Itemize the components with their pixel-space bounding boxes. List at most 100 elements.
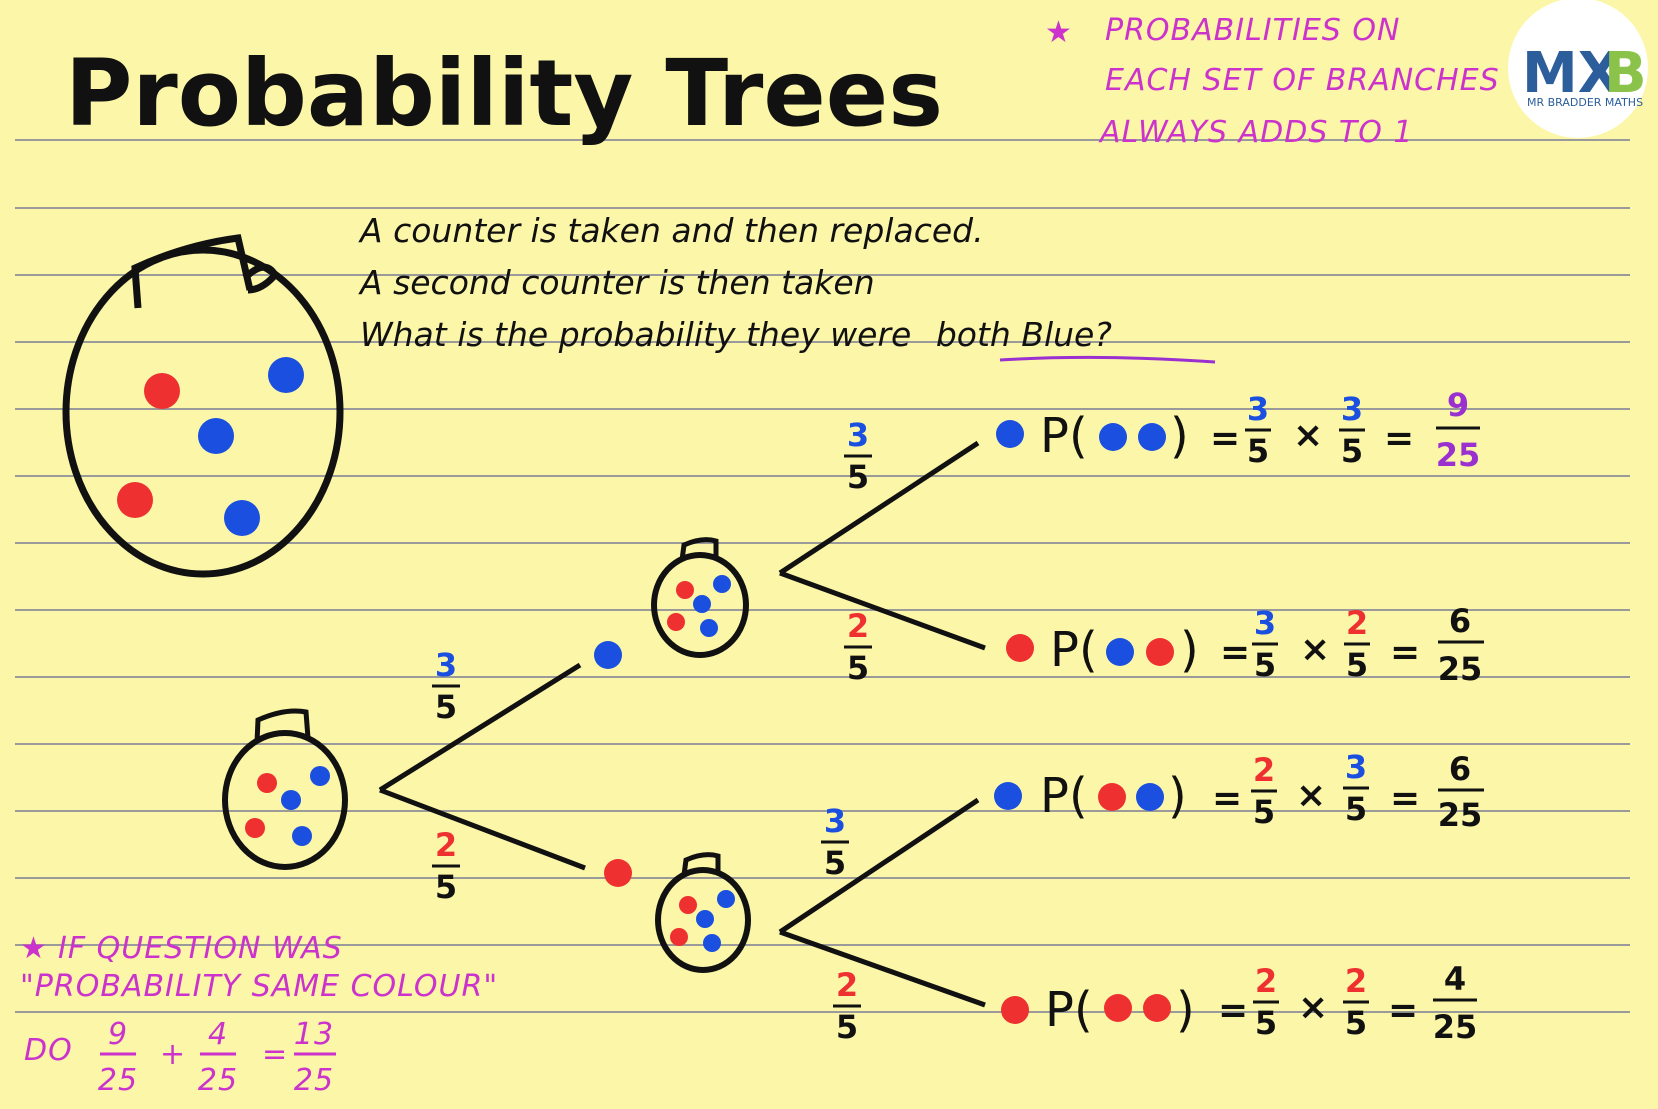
counter-red bbox=[144, 373, 180, 409]
big-bag-body bbox=[62, 246, 344, 578]
p-counter-red bbox=[1146, 638, 1174, 666]
res-num: 4 bbox=[1444, 960, 1466, 998]
res-den: 25 bbox=[1433, 1008, 1478, 1046]
counter-blue bbox=[703, 934, 721, 952]
counter-red bbox=[667, 613, 685, 631]
middle-bag-top bbox=[651, 537, 749, 658]
question-line-2: A second counter is then taken bbox=[358, 263, 875, 302]
branch-blue-1 bbox=[378, 662, 582, 793]
p-close: ) bbox=[1176, 982, 1195, 1038]
frac-den: 5 bbox=[847, 458, 869, 496]
frac-num: 2 bbox=[847, 607, 869, 645]
counter-red bbox=[670, 928, 688, 946]
note-a-den: 25 bbox=[98, 1063, 138, 1098]
counter-blue bbox=[700, 619, 718, 637]
res-den: 25 bbox=[1436, 436, 1481, 474]
note-plus: + bbox=[160, 1037, 186, 1072]
equals: = bbox=[1212, 778, 1242, 819]
frac-num: 2 bbox=[836, 966, 858, 1004]
f2-num: 3 bbox=[1341, 390, 1363, 428]
note-b-num: 4 bbox=[208, 1017, 228, 1052]
counter-blue bbox=[310, 766, 330, 786]
note-bottom-star: ★ bbox=[20, 931, 48, 966]
res-num: 9 bbox=[1447, 386, 1469, 424]
counter-red bbox=[257, 773, 277, 793]
f2-den: 5 bbox=[1341, 432, 1363, 470]
frac-second-1: 2 5 bbox=[844, 607, 872, 687]
note-top-line-3: ALWAYS ADDS TO 1 bbox=[1098, 115, 1413, 150]
f2-den: 5 bbox=[1345, 1004, 1367, 1042]
branch-bb bbox=[778, 440, 980, 576]
counter-blue bbox=[292, 826, 312, 846]
equals: = bbox=[1390, 778, 1420, 819]
root-bag-neck bbox=[254, 708, 311, 743]
equals: = bbox=[1388, 990, 1418, 1031]
outcome-row: P( ) = 2 5 × 2 5 = 4 25 bbox=[1001, 960, 1477, 1046]
f1-num: 3 bbox=[1254, 604, 1276, 642]
node-blue-1 bbox=[594, 641, 622, 669]
frac-second-0: 3 5 bbox=[844, 416, 872, 496]
f1-den: 5 bbox=[1254, 646, 1276, 684]
times: × bbox=[1298, 987, 1328, 1028]
outcome-row: P( ) = 3 5 × 3 5 = 9 25 bbox=[996, 386, 1480, 474]
p-open: P( bbox=[1040, 768, 1088, 824]
page-title: Probability Trees bbox=[65, 40, 943, 147]
frac-first-blue: 3 5 bbox=[432, 646, 460, 726]
f1-num: 2 bbox=[1253, 751, 1275, 789]
branch-red-1 bbox=[379, 787, 586, 871]
f1-den: 5 bbox=[1253, 793, 1275, 831]
f1-num: 3 bbox=[1247, 390, 1269, 428]
frac-num: 3 bbox=[824, 802, 846, 840]
note-result-den: 25 bbox=[294, 1063, 334, 1098]
question-line-1: A counter is taken and then replaced. bbox=[358, 211, 984, 250]
middle-bag-bottom bbox=[655, 852, 751, 973]
res-num: 6 bbox=[1449, 750, 1471, 788]
counter-blue bbox=[224, 500, 260, 536]
res-num: 6 bbox=[1449, 602, 1471, 640]
frac-num: 2 bbox=[435, 826, 457, 864]
root-bag bbox=[222, 708, 348, 870]
f1-num: 2 bbox=[1255, 962, 1277, 1000]
equals: = bbox=[1390, 632, 1420, 673]
f2-num: 3 bbox=[1345, 748, 1367, 786]
question-line-3: What is the probability they were both B… bbox=[360, 315, 1112, 354]
p-open: P( bbox=[1050, 622, 1098, 678]
f1-den: 5 bbox=[1247, 432, 1269, 470]
times: × bbox=[1300, 629, 1330, 670]
root-bag-body bbox=[222, 730, 348, 870]
equals: = bbox=[1384, 418, 1414, 459]
note-bottom: ★ IF QUESTION WAS "PROBABILITY SAME COLO… bbox=[20, 931, 497, 1098]
f2-den: 5 bbox=[1345, 790, 1367, 828]
frac-den: 5 bbox=[435, 688, 457, 726]
note-top-star: ★ bbox=[1045, 15, 1073, 50]
branch-br bbox=[779, 570, 986, 651]
logo-circle bbox=[1508, 0, 1648, 138]
branch-rr bbox=[779, 929, 986, 1008]
emphasis-underline bbox=[999, 355, 1216, 364]
frac-den: 5 bbox=[824, 844, 846, 882]
p-close: ) bbox=[1170, 408, 1189, 464]
f2-den: 5 bbox=[1346, 646, 1368, 684]
leaf-node-blue bbox=[994, 782, 1022, 810]
equals: = bbox=[1218, 990, 1248, 1031]
frac-den: 5 bbox=[847, 649, 869, 687]
logo-letters-left: MX bbox=[1522, 41, 1621, 106]
leaf-node-blue bbox=[996, 420, 1024, 448]
big-bag-tie bbox=[242, 263, 280, 294]
logo-letter-right: B bbox=[1604, 41, 1647, 106]
outcome-row: P( ) = 3 5 × 2 5 = 6 25 bbox=[1006, 602, 1484, 688]
counter-red bbox=[676, 581, 694, 599]
node-red-1 bbox=[604, 859, 632, 887]
frac-den: 5 bbox=[435, 868, 457, 906]
counter-blue bbox=[198, 418, 234, 454]
leaf-node-red bbox=[1001, 996, 1029, 1024]
second-branches bbox=[778, 440, 986, 1008]
p-open: P( bbox=[1040, 408, 1088, 464]
big-bag-counters bbox=[117, 357, 304, 536]
note-b-den: 25 bbox=[198, 1063, 238, 1098]
counter-blue bbox=[696, 910, 714, 928]
p-counter-red bbox=[1104, 994, 1132, 1022]
note-top: ★ PROBABILITIES ON EACH SET OF BRANCHES … bbox=[1045, 13, 1499, 150]
